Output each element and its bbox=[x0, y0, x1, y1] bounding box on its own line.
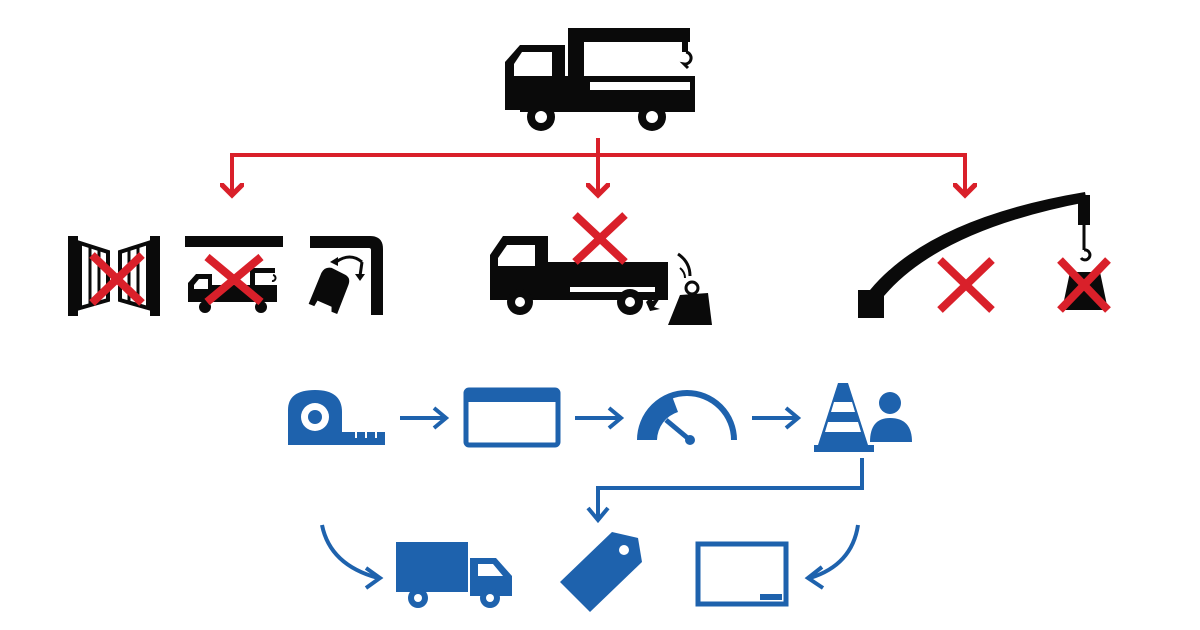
tight-turn-car-icon bbox=[308, 236, 383, 315]
overloaded-truck-collision-icon bbox=[490, 236, 712, 325]
curved-arrow-icon bbox=[804, 524, 860, 590]
blue-connector-arrow bbox=[586, 458, 864, 524]
crane-boom-icon bbox=[858, 192, 1092, 318]
prohibited-x-icon bbox=[937, 257, 995, 313]
prohibited-x-icon bbox=[89, 252, 145, 306]
gauge-icon bbox=[637, 390, 737, 445]
arrow-right-icon bbox=[400, 406, 450, 430]
screen-window-icon bbox=[463, 387, 561, 448]
delivery-truck-icon bbox=[396, 542, 512, 608]
red-branch-arrows bbox=[230, 138, 967, 195]
curved-arrow-icon bbox=[320, 524, 384, 590]
tape-measure-icon bbox=[288, 390, 385, 445]
prohibited-x-icon bbox=[204, 253, 264, 306]
traffic-cone-person-icon bbox=[814, 383, 912, 452]
prohibited-x-icon bbox=[1057, 257, 1111, 313]
price-tag-icon bbox=[560, 532, 642, 612]
crane-truck-icon bbox=[505, 28, 695, 131]
arrow-right-icon bbox=[575, 406, 625, 430]
prohibited-x-icon bbox=[572, 212, 628, 265]
whiteboard-icon bbox=[695, 541, 789, 607]
arrow-right-icon bbox=[752, 406, 802, 430]
weight-icon bbox=[668, 293, 712, 325]
